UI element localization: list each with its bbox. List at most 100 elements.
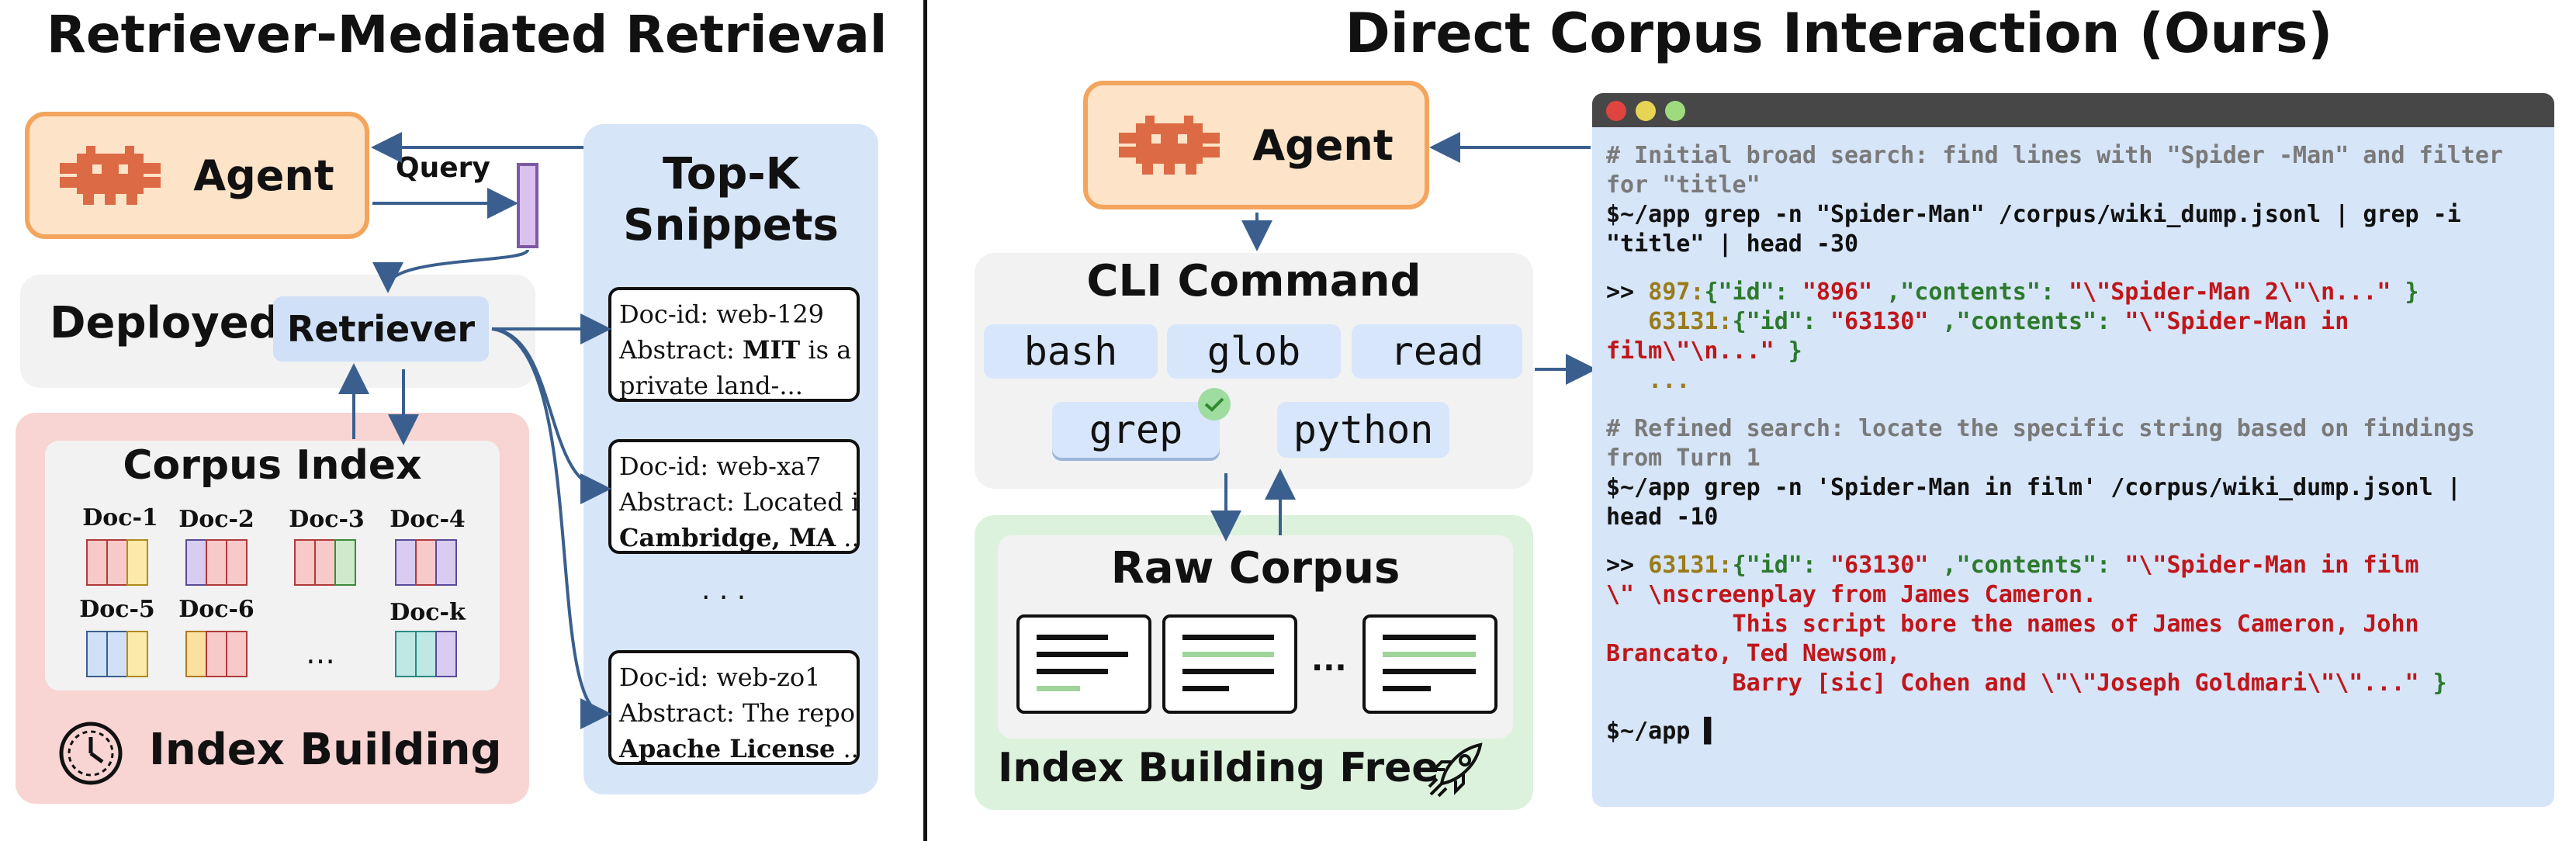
index-building-label: Index Building	[149, 725, 502, 775]
terminal-title-bar	[1592, 93, 2554, 127]
doc-vector-icon	[86, 539, 148, 586]
terminal-token: "\"Spider-Man in film	[2124, 552, 2419, 579]
left-title: Retriever-Mediated Retrieval	[47, 5, 888, 64]
command-chip-grep: grep	[1052, 402, 1220, 458]
terminal-line	[1606, 396, 2545, 414]
snippet-doc-id: Doc-id: web-129	[619, 299, 825, 329]
snippet-abstract: Abstract: Located in	[619, 487, 860, 517]
terminal-token: ...	[1606, 367, 1691, 394]
deployed-label: Deployed	[50, 298, 280, 348]
terminal-token: # Initial broad search: find lines with …	[1606, 142, 2503, 169]
terminal-token: 63131:	[1606, 308, 1733, 335]
document-icon	[1162, 614, 1297, 714]
doc-label: Doc-2	[178, 506, 254, 533]
terminal-line: \" \nscreenplay from James Cameron.	[1606, 580, 2545, 610]
doc-label: Doc-6	[178, 596, 254, 623]
snippet-doc-id: Doc-id: web-xa7	[619, 452, 822, 481]
doc-label: Doc-k	[390, 599, 466, 626]
panel-divider	[923, 0, 927, 841]
terminal-token: "63130"	[1830, 552, 1929, 579]
snippet-doc-id: Doc-id: web-zo1	[619, 663, 821, 692]
doc-vector-icon	[185, 539, 248, 586]
retriever-box: Retriever	[273, 296, 489, 362]
terminal-token: ,"contents":	[1928, 552, 2125, 579]
robot-icon	[60, 146, 161, 205]
document-icon	[1362, 614, 1497, 714]
document-icon	[1016, 614, 1151, 714]
terminal-token: {"id":	[1732, 552, 1830, 579]
snippet-ellipsis: · · ·	[701, 582, 746, 614]
corpus-index-title: Corpus Index	[123, 442, 422, 489]
terminal-token: "\"Spider-Man 2\"\n..."	[2069, 279, 2391, 306]
maximize-window-dot[interactable]	[1665, 101, 1685, 121]
terminal-token: This script bore the names of James Came…	[1606, 611, 2419, 638]
left-arrows	[338, 132, 611, 729]
topk-title: Top-K Snippets	[583, 149, 878, 251]
terminal-token: }	[2418, 670, 2447, 697]
corpus-ellipsis: ...	[1311, 642, 1347, 678]
terminal-line: 63131:{"id": "63130" ,"contents": "\"Spi…	[1606, 307, 2545, 337]
terminal-token: }	[1774, 337, 1802, 365]
terminal-token: }	[2391, 279, 2419, 306]
terminal-token: 897:	[1648, 279, 1705, 306]
doc-vector-icon	[395, 539, 457, 586]
terminal-token: $~/app grep -n 'Spider-Man in film' /cor…	[1606, 474, 2461, 501]
terminal-line: This script bore the names of James Came…	[1606, 610, 2545, 639]
rocket-icon	[1428, 742, 1483, 798]
right-arrows	[1210, 132, 1597, 542]
query-vector	[517, 163, 538, 248]
close-window-dot[interactable]	[1606, 101, 1626, 121]
doc-vector-icon	[185, 631, 248, 677]
terminal-line: Brancato, Ted Newsom,	[1606, 639, 2545, 669]
snippet-abstract: Abstract: MIT is a	[619, 335, 852, 365]
terminal-token: \" \nscreenplay from James Cameron.	[1606, 581, 2097, 608]
terminal-token: {"id":	[1732, 308, 1830, 335]
terminal-token: >>	[1606, 552, 1649, 579]
doc-vector-icon	[294, 539, 356, 586]
terminal-token: "\"Spider-Man in	[2124, 308, 2349, 335]
terminal-line: film\"\n..." }	[1606, 337, 2545, 366]
terminal-token: >>	[1606, 279, 1649, 306]
query-label: Query	[396, 152, 490, 184]
terminal-line: >> 63131:{"id": "63130" ,"contents": "\"…	[1606, 551, 2545, 580]
doc-ellipsis: …	[306, 636, 335, 670]
terminal-token: from Turn 1	[1606, 445, 1761, 472]
terminal-line: $~/app grep -n 'Spider-Man in film' /cor…	[1606, 473, 2545, 503]
snippet-card: Doc-id: web-xa7 Abstract: Located in Cam…	[608, 439, 860, 554]
arrow	[491, 327, 611, 729]
terminal-token: for "title"	[1606, 171, 1761, 199]
right-agent-label: Agent	[1252, 120, 1394, 170]
doc-label: Doc-3	[289, 506, 365, 533]
terminal-window: # Initial broad search: find lines with …	[1592, 93, 2554, 807]
check-icon	[1198, 388, 1231, 420]
terminal-line: $~/app ▌	[1606, 717, 2545, 746]
document-icons	[1016, 614, 1497, 714]
terminal-token: film\"\n..."	[1606, 337, 1774, 365]
terminal-line: for "title"	[1606, 171, 2545, 200]
snippet-abstract: Abstract: The repo's	[619, 698, 857, 728]
terminal-token: head -10	[1606, 504, 1719, 531]
terminal-token: $~/app ▌	[1606, 718, 1719, 745]
command-chip-glob: glob	[1167, 324, 1341, 379]
terminal-line: from Turn 1	[1606, 444, 2545, 473]
terminal-line: # Refined search: locate the specific st…	[1606, 414, 2545, 444]
terminal-line: head -10	[1606, 503, 2545, 532]
arrow	[372, 248, 529, 293]
snippet-line3: private land-...	[619, 371, 803, 400]
cli-title: CLI Command	[1086, 256, 1421, 306]
terminal-line: >> 897:{"id": "896" ,"contents": "\"Spid…	[1606, 278, 2545, 307]
left-agent-box: Agent	[25, 112, 369, 239]
doc-label: Doc-5	[79, 596, 155, 623]
arrow	[491, 327, 611, 504]
terminal-line	[1606, 259, 2545, 278]
robot-icon	[1119, 116, 1220, 175]
terminal-token: "896"	[1802, 279, 1873, 306]
terminal-token: Brancato, Ted Newsom,	[1606, 640, 1901, 667]
topk-title-line1: Top-K	[663, 149, 799, 199]
clock-icon	[59, 722, 123, 785]
minimize-window-dot[interactable]	[1636, 101, 1656, 121]
doc-vector-icon	[86, 631, 148, 677]
command-chip-bash: bash	[984, 324, 1158, 379]
terminal-token: "title" | head -30	[1606, 230, 1859, 258]
doc-label: Doc-1	[82, 504, 158, 531]
